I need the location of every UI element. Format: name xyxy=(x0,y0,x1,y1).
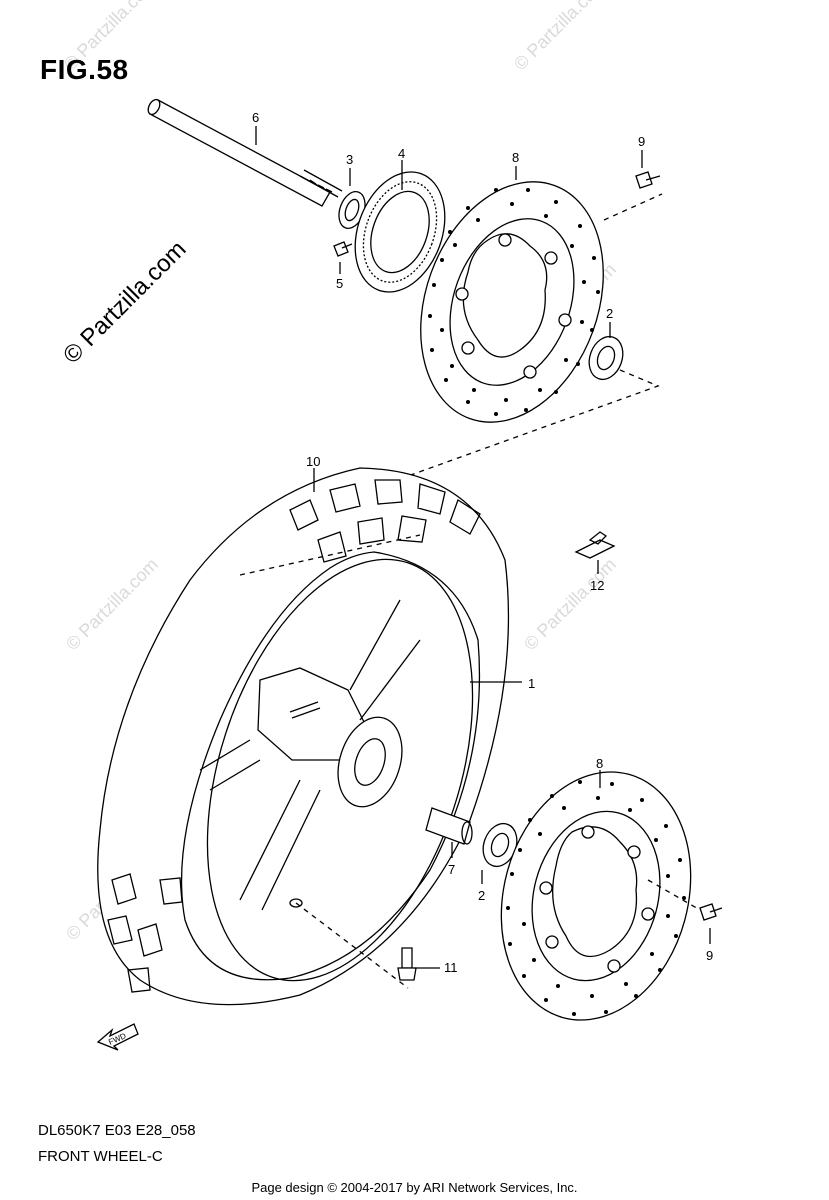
axle-part xyxy=(147,98,343,207)
sensor-ring-part xyxy=(354,171,446,293)
screw-part xyxy=(333,241,353,257)
brake-disc-upper-part xyxy=(420,181,604,423)
callout-5: 5 xyxy=(336,276,343,291)
balance-weight-part xyxy=(574,531,616,559)
callout-3: 3 xyxy=(346,152,353,167)
callout-6: 6 xyxy=(252,110,259,125)
callout-10: 10 xyxy=(306,454,320,469)
figure-title: FIG.58 xyxy=(40,54,129,85)
callout-8: 8 xyxy=(512,150,519,165)
fwd-arrow-icon xyxy=(96,1023,139,1051)
disc-bolt-lower-part xyxy=(699,903,723,921)
callout-2: 2 xyxy=(606,306,613,321)
bearing-upper-part xyxy=(588,335,624,381)
page-footer: Page design © 2004-2017 by ARI Network S… xyxy=(251,1180,578,1195)
section-title: FRONT WHEEL-C xyxy=(38,1148,163,1165)
wheel-part xyxy=(199,534,474,982)
callout-9: 9 xyxy=(638,134,645,149)
model-code: DL650K7 E03 E28_058 xyxy=(38,1122,196,1139)
callout-1: 1 xyxy=(528,676,535,691)
disc-bolt-upper-part xyxy=(635,171,661,189)
callout-12: 12 xyxy=(590,578,604,593)
callout-4: 4 xyxy=(398,146,405,161)
callout-9: 9 xyxy=(706,948,713,963)
callout-11: 11 xyxy=(444,960,458,975)
oil-seal-part xyxy=(338,191,366,229)
callout-2: 2 xyxy=(478,888,485,903)
spacer-part xyxy=(425,807,473,845)
brake-disc-lower-part xyxy=(500,771,692,1021)
callout-8: 8 xyxy=(596,756,603,771)
valve-part xyxy=(295,902,417,989)
callout-7: 7 xyxy=(448,862,455,877)
